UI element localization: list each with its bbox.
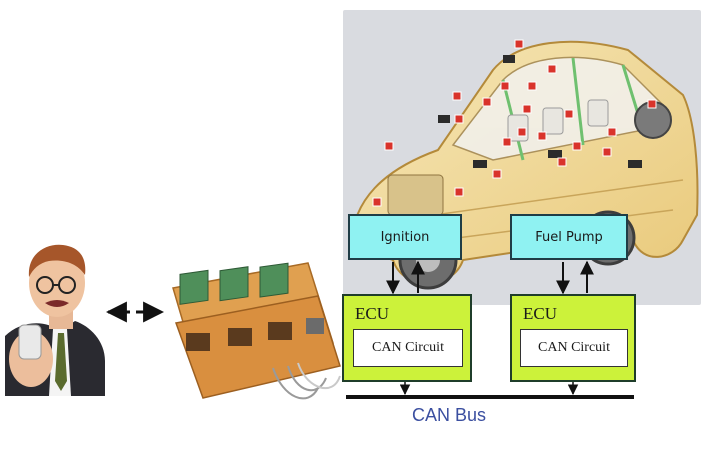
ignition-box: Ignition — [348, 214, 462, 260]
ecu-left-can-circuit-label: CAN Circuit — [372, 340, 444, 356]
ecu-left-label: ECU — [355, 304, 389, 324]
ecu-right-can-circuit: CAN Circuit — [520, 329, 628, 367]
fuel-pump-box: Fuel Pump — [510, 214, 628, 260]
can-bus-label: CAN Bus — [412, 405, 486, 426]
fuel-pump-label: Fuel Pump — [535, 230, 603, 245]
ecu-left-can-circuit: CAN Circuit — [353, 329, 463, 367]
ecu-right-label: ECU — [523, 304, 557, 324]
ecu-right-box: ECU CAN Circuit — [510, 294, 636, 382]
ecu-left-box: ECU CAN Circuit — [342, 294, 472, 382]
ecu-right-can-circuit-label: CAN Circuit — [538, 340, 610, 356]
ignition-label: Ignition — [381, 230, 430, 245]
